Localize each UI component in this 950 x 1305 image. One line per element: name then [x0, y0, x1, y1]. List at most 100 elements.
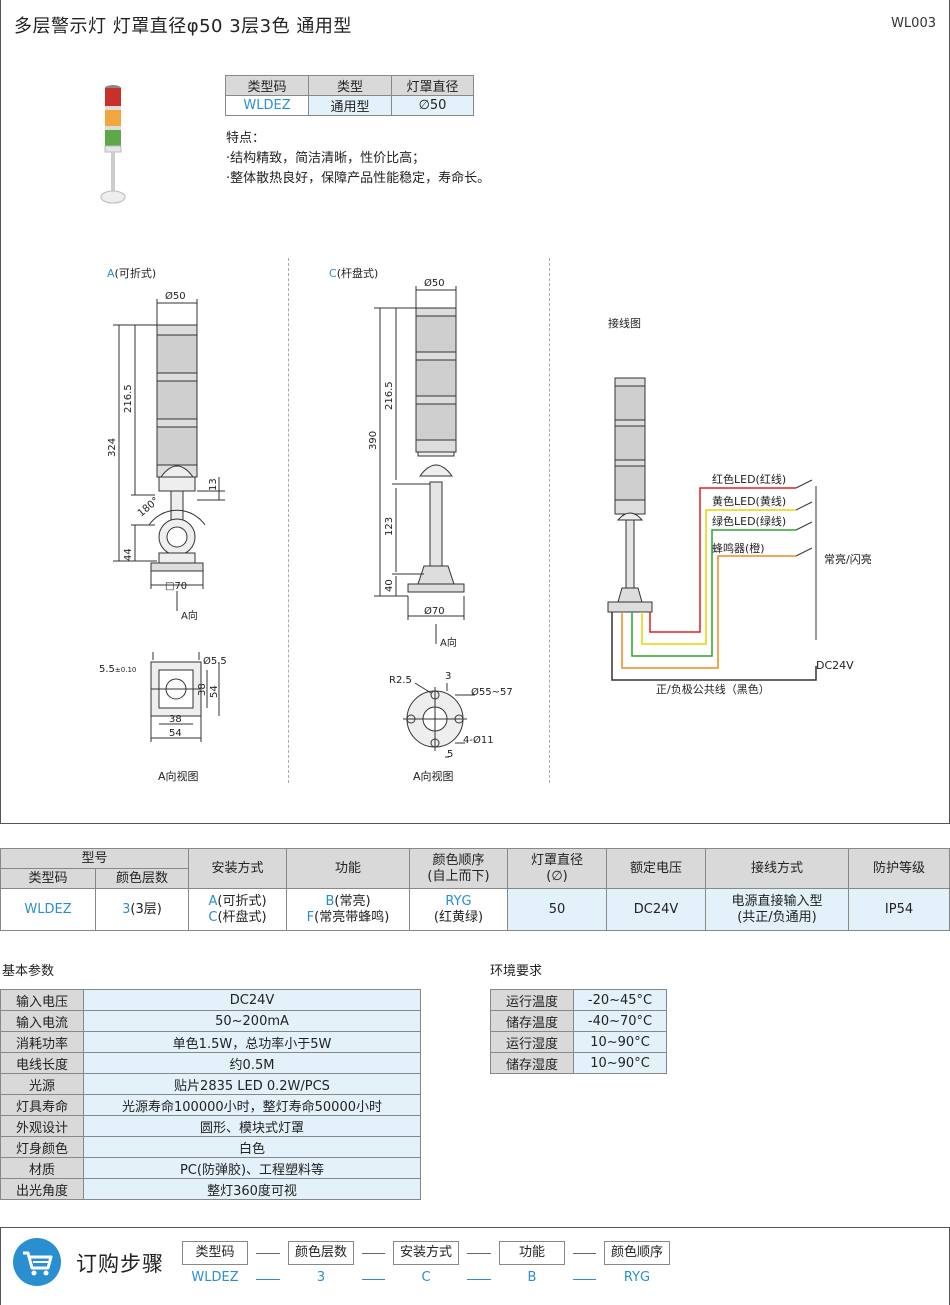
- page-title: 多层警示灯 灯罩直径φ50 3层3色 通用型: [14, 16, 352, 37]
- spec-header-layers: 颜色层数: [95, 868, 189, 889]
- order-value-connector: [573, 1279, 596, 1280]
- order-step-value: B: [527, 1270, 537, 1285]
- features: 特点： ·结构精致，简洁清晰，性价比高； ·整体散热良好，保障产品性能稳定，寿命…: [226, 129, 490, 189]
- spec-ip: IP54: [848, 888, 950, 931]
- basic-param-row: 光源贴片2835 LED 0.2W/PCS: [0, 1073, 421, 1095]
- wire-green: [631, 529, 796, 657]
- param-key: 输入电流: [0, 1010, 84, 1032]
- feature-item: ·结构精致，简洁清晰，性价比高；: [226, 151, 426, 166]
- basic-param-row: 灯具寿命光源寿命100000小时，整灯寿命50000小时: [0, 1094, 421, 1116]
- spec-voltage: DC24V: [606, 888, 706, 931]
- type-header-diameter: 灯罩直径: [391, 75, 474, 96]
- order-step-value: WLDEZ: [191, 1270, 239, 1285]
- param-value: 光源寿命100000小时，整灯寿命50000小时: [83, 1094, 421, 1116]
- param-value: DC24V: [83, 989, 421, 1011]
- env-value: 10~90°C: [573, 1031, 667, 1053]
- wire-yellow: [641, 509, 796, 645]
- spec-header-function: 功能: [286, 848, 410, 889]
- basic-param-row: 出光角度整灯360度可视: [0, 1178, 421, 1200]
- spec-header-wiring: 接线方式: [705, 848, 849, 889]
- dim-view-c-r: R2.5: [389, 675, 412, 686]
- dim-a-angle: 180°: [136, 495, 162, 519]
- order-step-connector: [362, 1253, 385, 1254]
- env-value: -20~45°C: [573, 989, 667, 1011]
- dim-a-lamp-height: 216.5: [123, 384, 134, 413]
- order-step-label: 颜色层数: [288, 1241, 354, 1265]
- param-key: 灯身颜色: [0, 1136, 84, 1158]
- dim-c-base: Ø70: [424, 605, 445, 617]
- type-header-code: 类型码: [225, 75, 309, 96]
- drawing-c-label: C(杆盘式): [329, 267, 379, 280]
- dim-view-c-holes: 4-Ø11: [463, 734, 494, 746]
- param-key: 电线长度: [0, 1052, 84, 1074]
- dim-view-c-pcd: Ø55~57: [471, 686, 513, 698]
- type-diameter-value: ∅50: [391, 95, 474, 116]
- spec-header-voltage: 额定电压: [606, 848, 706, 889]
- basic-param-row: 灯身颜色白色: [0, 1136, 421, 1158]
- env-params-title: 环境要求: [490, 964, 543, 979]
- param-value: 白色: [83, 1136, 421, 1158]
- spec-wiring: 电源直接输入型(共正/负通用): [705, 888, 849, 931]
- type-value: 通用型: [308, 95, 392, 116]
- dim-a-view-dir: A向: [181, 609, 198, 622]
- dim-view-a-54: 54: [209, 685, 220, 698]
- drawing-a-label: A(可折式): [107, 267, 157, 280]
- divider: [549, 258, 550, 783]
- order-step-value: C: [421, 1270, 431, 1285]
- env-key: 运行湿度: [490, 1031, 574, 1053]
- env-value: 10~90°C: [573, 1052, 667, 1074]
- wiring-common-label: 正/负极公共线（黑色）: [656, 683, 770, 696]
- view-a: 5.5±0.10 Ø5.5 38 54 38 54: [99, 652, 227, 742]
- dim-a-13: 13: [208, 478, 219, 491]
- dim-view-a-hole: Ø5.5: [203, 655, 227, 667]
- env-key: 储存湿度: [490, 1052, 574, 1074]
- view-a-caption: A向视图: [158, 770, 199, 783]
- order-step-connector: [573, 1253, 596, 1254]
- feature-item: ·整体散热良好，保障产品性能稳定，寿命长。: [226, 171, 491, 186]
- basic-param-row: 外观设计圆形、模块式灯罩: [0, 1115, 421, 1137]
- env-param-row: 运行温度-20~45°C: [490, 989, 667, 1011]
- wire-common: [611, 612, 817, 681]
- wiring-yellow-label: 黄色LED(黄线): [712, 495, 787, 508]
- dim-c-top-dia: Ø50: [424, 277, 445, 289]
- dim-a-top-dia: Ø50: [165, 290, 186, 302]
- spec-header-ip: 防护等级: [848, 848, 950, 889]
- param-key: 光源: [0, 1073, 84, 1095]
- wiring-power-label: DC24V: [816, 659, 854, 672]
- env-key: 储存温度: [490, 1010, 574, 1032]
- spec-code: WLDEZ: [0, 888, 96, 931]
- order-step-label: 类型码: [182, 1241, 248, 1265]
- dim-a-total-height: 324: [107, 438, 118, 457]
- param-value: 约0.5M: [83, 1052, 421, 1074]
- basic-param-row: 电线长度约0.5M: [0, 1052, 421, 1074]
- dim-view-c-5: 5: [447, 749, 453, 760]
- param-value: 圆形、模块式灯罩: [83, 1115, 421, 1137]
- features-title: 特点：: [226, 131, 266, 146]
- dim-c-123: 123: [384, 517, 395, 536]
- dim-view-c-3: 3: [445, 671, 451, 682]
- spec-header-order: 颜色顺序(自上而下): [409, 848, 508, 889]
- order-value-connector: [467, 1279, 491, 1280]
- spec-table: 型号 安装方式 功能 颜色顺序(自上而下) 灯罩直径(∅) 额定电压 接线方式 …: [0, 848, 950, 931]
- product-code: WL003: [891, 16, 936, 31]
- order-step-value: RYG: [623, 1270, 651, 1285]
- wiring-green-label: 绿色LED(绿线): [712, 515, 787, 528]
- spec-header-code: 类型码: [0, 868, 96, 889]
- dim-c-total-height: 390: [368, 431, 379, 450]
- spec-order: RYG(红黄绿): [409, 888, 508, 931]
- dim-c-40: 40: [384, 579, 395, 592]
- basic-params-title: 基本参数: [2, 964, 55, 979]
- wiring-title: 接线图: [608, 317, 641, 330]
- param-key: 输入电压: [0, 989, 84, 1011]
- wiring-mode-label: 常亮/闪亮: [824, 553, 872, 566]
- dim-a-44: 44: [123, 548, 134, 561]
- dim-c-view-dir: A向: [440, 636, 457, 649]
- type-header-type: 类型: [308, 75, 392, 96]
- wiring-buzzer-label: 蜂鸣器(橙): [712, 542, 765, 555]
- dim-c-lamp-height: 216.5: [384, 381, 395, 410]
- order-step-label: 颜色顺序: [604, 1241, 670, 1265]
